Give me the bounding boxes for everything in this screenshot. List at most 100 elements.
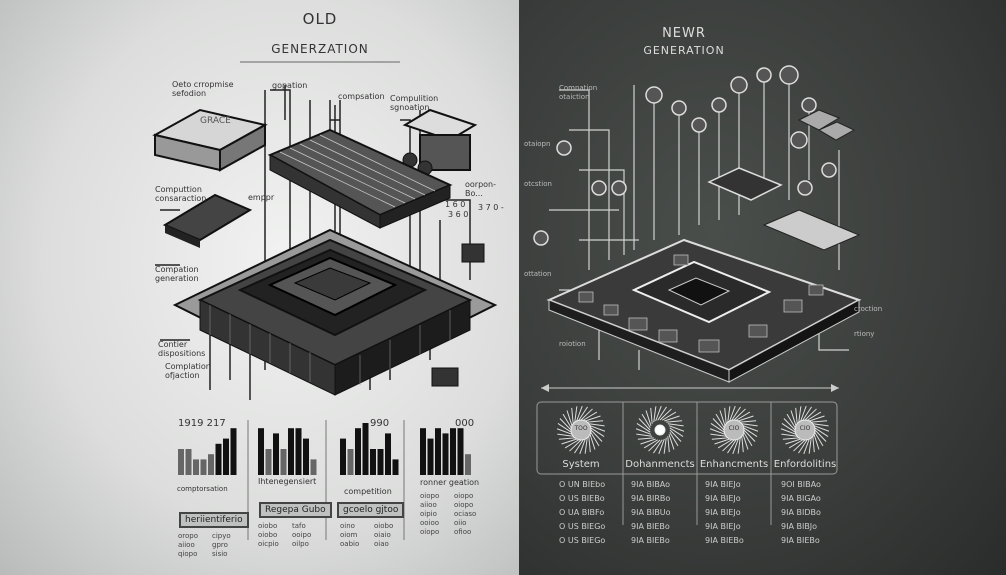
bar: [450, 428, 456, 475]
bar: [420, 428, 426, 475]
bar: [442, 433, 449, 475]
fan-label: Dohanmencts: [625, 459, 695, 470]
bar: [465, 454, 471, 475]
chart-caption: comptorsation: [177, 485, 228, 493]
bullet-item: cipyo: [212, 532, 231, 540]
bar: [258, 428, 264, 475]
spec-row-cell: O US BIEGo: [559, 522, 606, 531]
bar: [230, 428, 237, 475]
spec-row-cell: 9IA BIGAo: [781, 494, 821, 503]
spec-row-cell: 9IA BIBAo: [631, 480, 671, 489]
bullet-item: ooioo: [420, 519, 440, 527]
label: Compulition sgnoation: [390, 94, 439, 112]
bullet-item: oilpo: [292, 540, 309, 548]
bar: [215, 443, 222, 475]
label: Contier dispositions: [158, 340, 206, 358]
device-label: GRACE: [200, 116, 231, 126]
bullet-item: oiao: [374, 540, 389, 548]
bullet-item: ociaso: [454, 510, 477, 518]
fan-label: Enhancments: [699, 459, 769, 470]
bullet-item: oropo: [178, 532, 199, 540]
small-text: 1 6 0: [445, 200, 466, 209]
fan-icons: [556, 405, 830, 455]
bar: [340, 438, 346, 475]
small-text: 3 6 0: [448, 210, 469, 219]
bar: [427, 438, 434, 475]
spec-row-cell: 9IA BIEJo: [705, 494, 741, 503]
label: Oeto crropmise sefodion: [172, 80, 234, 98]
fan-icon: [556, 405, 606, 455]
spec-row-cell: O US BIEGo: [559, 536, 606, 545]
bullet-item: oiobo: [258, 531, 278, 539]
fan-icon: [709, 405, 759, 455]
bullet-item: oipio: [420, 510, 437, 518]
fan-label: Enfordolitins: [773, 459, 837, 470]
spec-row-cell: O US BIEBo: [559, 494, 605, 503]
bullet-item: oiopo: [454, 492, 474, 500]
spec-row-cell: 9IA BIEBo: [631, 522, 670, 531]
spec-row-cell: 9IA BIEBo: [705, 536, 744, 545]
bar: [310, 459, 317, 475]
bar: [273, 433, 279, 475]
chart-caption: ronner geation: [420, 478, 480, 487]
label: otaiction: [559, 93, 590, 101]
bar: [193, 459, 199, 475]
fan-icon: [635, 405, 685, 455]
spec-row-cell: 9IA BIEJo: [705, 508, 741, 517]
title-old: OLD: [302, 10, 338, 28]
bar-charts: [178, 423, 471, 475]
spec-row-cell: O UA BIBFo: [559, 508, 605, 517]
bullet-item: oiopo: [454, 501, 474, 509]
bullet-item: aiioo: [178, 541, 195, 549]
chart-caption: Ihtenegensiert: [258, 477, 317, 486]
label: ottation: [524, 270, 552, 278]
bar: [362, 423, 369, 475]
bullet-item: oiobo: [258, 522, 278, 530]
bar: [208, 454, 214, 475]
new-generation-illustration: [533, 65, 862, 525]
bar: [377, 449, 384, 475]
bullet-item: ooipo: [292, 531, 312, 539]
bar: [200, 459, 207, 475]
bar: [295, 428, 302, 475]
fan-icon: [780, 405, 830, 455]
label: otcstion: [524, 180, 552, 188]
bullet-item: ofioo: [454, 528, 472, 536]
label: Computtion consaraction: [155, 185, 207, 203]
bullet-item: aiioo: [420, 501, 437, 509]
spec-row-cell: O UN BIEbo: [559, 480, 606, 489]
label: oorpon- Bo...: [465, 180, 497, 198]
chart-label: 000: [455, 418, 475, 429]
fan-label: System: [562, 459, 600, 470]
bar: [303, 438, 309, 475]
label: rtiony: [854, 330, 875, 338]
bar: [288, 428, 294, 475]
new-generation-panel: NEWR GENERATION Comnation otaiction otai…: [519, 0, 1006, 575]
label: otaiopn: [524, 140, 551, 148]
bar: [223, 438, 229, 475]
spec-row-cell: 9OI BIBAo: [781, 480, 821, 489]
bar: [185, 449, 192, 475]
bullet-item: oiom: [340, 531, 358, 539]
chart-box-label: Regepa Gubo: [259, 502, 332, 518]
bullet-item: oiaio: [374, 531, 391, 539]
bullet-item: oiopo: [420, 528, 440, 536]
bar: [178, 449, 184, 475]
fan-badge: TOO: [574, 425, 588, 432]
label: roiotion: [559, 340, 586, 348]
spec-row-cell: 9IA BIEJo: [705, 522, 741, 531]
chart-box-label: gcoelo gjtoo: [337, 502, 405, 518]
title-newr: NEWR: [662, 26, 706, 41]
old-generation-panel: OLD GENERZATION GRACE Oeto crropmise sef…: [0, 0, 519, 575]
fan-badge: CIO: [799, 425, 811, 432]
label: Comnation: [559, 84, 598, 92]
bullet-item: oiio: [454, 519, 467, 527]
bar: [385, 433, 391, 475]
bullet-item: sisio: [212, 550, 228, 558]
spec-row-cell: 9IA BIBUo: [631, 508, 671, 517]
spec-row-cell: 9IA BIRBo: [631, 494, 671, 503]
bar: [280, 449, 287, 475]
spec-row-cell: 9IA BIEJo: [705, 480, 741, 489]
bar: [392, 459, 399, 475]
small-text: 3 7 0 -: [478, 203, 504, 212]
